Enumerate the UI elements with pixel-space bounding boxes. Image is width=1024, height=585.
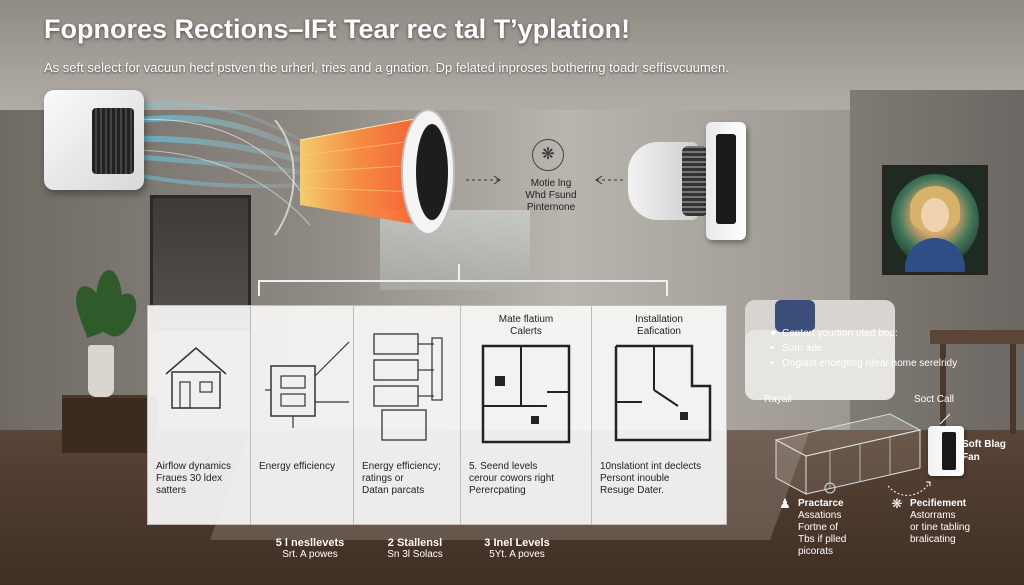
panel-caption-line: Airflow dynamics [156,461,232,472]
flow-arrows [466,175,624,185]
panel-caption-line: Resuge Dater. [600,485,664,496]
feature-text: Pecifiement Astorrams or tine tabling br… [910,498,970,546]
center-label-line: Whd Fsund [525,190,577,201]
connector-bracket [258,280,668,296]
bottom-label: 3 Inel Levels 5Yt. A poves [462,537,572,561]
panel-head: Mate flatium Calerts [461,314,591,338]
floor-plan-icon [373,333,443,441]
window-view [380,210,530,290]
duct-box-icon [774,413,951,496]
bullet-text: Centert yourtion uted bop: [782,328,898,339]
vent-unit-right [628,122,758,240]
bottom-label-sub: Srt. A powes [282,549,338,560]
panel-energy: Energy efficiency [250,305,354,525]
warm-airflow-cone [274,117,421,236]
installation-plan-icon [614,344,712,442]
panel-caption-line: Persont inouble [600,473,670,484]
panel-caption: Airflow dynamics Fraues 30 ldex satters [156,461,244,497]
panel-installation: Installation Eafication 10nslationt int … [591,305,727,525]
panel-caption-line: satters [156,485,187,496]
panel-caption-line: Perercpating [469,485,526,496]
duct-diagram: Rayall Soct Call Soft Blag Fan [760,390,1024,585]
bullet-text: Ooglast encegting rdear home serelridy [782,358,958,369]
panel-head-line: Eafication [637,326,681,337]
connector-bracket-stem [458,264,460,280]
sideboard [62,395,157,453]
bottom-label: 2 Stallensl Sn 3l Solacs [360,537,470,561]
bottom-label-sub: Sn 3l Solacs [387,549,443,560]
feature-text: Practarce Assations Fortne of Tbs if pll… [798,498,846,558]
center-label-line: Pinternone [526,202,576,213]
center-label: Motie lng Whd Fsund Pinternone [496,178,606,214]
page-title: Fopnores Rections–IFt Tear rec tal T’ypl… [44,14,631,44]
fan-icon: ❋ [532,139,564,171]
panel-caption-line: Energy efficiency [259,461,335,472]
panel-head-line: Installation [635,314,683,325]
panel-levels: Mate flatium Calerts 5. Seend levels cer… [460,305,592,525]
bottom-label: 5 l nesllevets Srt. A powes [255,537,365,561]
bullet-text: Sorn ade [782,343,823,354]
bottom-label-title: 5 l nesllevets [275,537,345,549]
bullet-icon: • [770,342,774,354]
panel-caption: 5. Seend levels cerour cowors right Pere… [469,461,585,497]
bullet-icon: • [770,357,774,369]
panel-caption: Energy efficiency; ratings or Datan parc… [362,461,454,497]
panel-caption-line: cerour cowors right [469,473,555,484]
wall-painting [882,165,988,275]
person-icon: ♟ [779,496,791,511]
panel-caption-line: Fraues 30 ldex [156,473,223,484]
ceiling-fan-icon: ❋ [891,496,903,511]
feature-line: picorats [798,546,834,557]
right-bullets: ● Centert yourtion uted bop: • Sorn ade • O… [770,326,957,371]
diffuser-ring [401,109,455,235]
device-label: Soft Blag Fan [962,438,1006,464]
bottom-label-sub: 5Yt. A poves [489,549,545,560]
bullet-row: • Sorn ade [770,341,957,356]
panel-caption-line: Datan parcats [362,485,425,496]
room-layout-icon [481,344,571,444]
feature-line: Astorrams [910,510,956,521]
side-table [930,330,1024,344]
lightbulb-icon: ● [770,327,777,339]
page-subtitle: As seft select for vacuun hecf pstven th… [44,60,729,75]
device-label-line: Soft Blag [962,439,1006,450]
duct-network-icon [265,341,350,428]
feature-line: bralicating [910,534,956,545]
feature-line: Assations [798,510,842,521]
vent-unit-left [44,90,144,190]
bottom-label-title: 3 Inel Levels [484,537,550,549]
device-label-line: Fan [962,452,980,463]
feature-title: Practarce [798,498,844,509]
panel-head: Installation Eafication [592,314,726,338]
table-leg [1010,344,1016,434]
bullet-row: ● Centert yourtion uted bop: [770,326,957,341]
panel-head-line: Mate flatium [498,314,554,325]
bottom-label-title: 2 Stallensl [387,537,443,549]
table-leg [940,344,946,434]
panel-ratings: Energy efficiency; ratings or Datan parc… [353,305,461,525]
bullet-row: • Ooglast encegting rdear home serelridy [770,356,957,371]
mini-fan-device [928,426,964,476]
plant-pot [88,345,114,397]
duct-right-label: Soct Call [914,394,955,405]
info-panels: Airflow dynamics Fraues 30 ldex satters … [147,305,727,525]
panel-caption-line: 5. Seend levels [469,461,538,472]
panel-head-line: Calerts [510,326,542,337]
feature-line: Tbs if plled [798,534,847,545]
center-label-line: Motie lng [530,178,572,189]
panel-caption: 10nslationt int declects Persont inouble… [600,461,720,497]
panel-caption-line: Energy efficiency; [362,461,441,472]
sofa [745,330,895,400]
duct-left-label: Rayall [764,394,792,405]
pillow [775,300,815,332]
panel-caption-line: ratings or [362,473,404,484]
feature-line: or tine tabling [910,522,971,533]
panel-caption: Energy efficiency [259,461,347,473]
airflow-diagram [109,102,624,236]
feature-title: Pecifiement [910,498,967,509]
house-icon [165,347,227,409]
panel-airflow: Airflow dynamics Fraues 30 ldex satters [147,305,251,525]
panel-caption-line: 10nslationt int declects [600,461,702,472]
feature-line: Fortne of [798,522,839,533]
